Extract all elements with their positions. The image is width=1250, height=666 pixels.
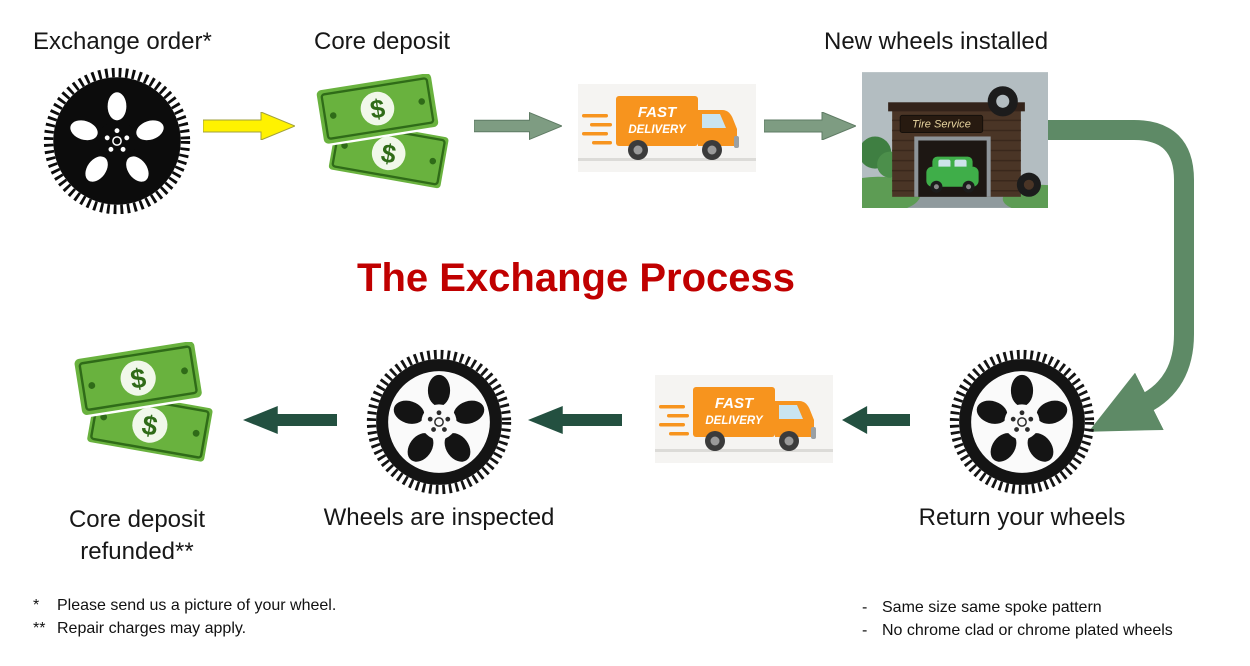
yellow-arrow-icon: [203, 112, 295, 140]
footnotes-left: * Please send us a picture of your wheel…: [33, 594, 336, 640]
money-icon: $ $: [293, 74, 475, 200]
truck-text-fast: FAST: [715, 395, 755, 412]
footnote-text: Please send us a picture of your wheel.: [57, 597, 337, 614]
footnotes-right: - Same size same spoke pattern - No chro…: [862, 596, 1173, 642]
footnote-marker: *: [33, 597, 40, 614]
truck-text-delivery: DELIVERY: [628, 124, 687, 136]
sage-arrow-icon: [764, 112, 856, 140]
label-core-deposit: Core deposit: [314, 28, 451, 55]
tire-shop-icon: Tire Service: [862, 72, 1048, 208]
footnote-text: Same size same spoke pattern: [882, 599, 1102, 616]
footnote-text: Repair charges may apply.: [57, 620, 247, 637]
label-return-your-wheels: Return your wheels: [918, 504, 1126, 531]
white-wheel-icon: [948, 348, 1096, 496]
label-wheels-are-inspected: Wheels are inspected: [323, 504, 555, 531]
delivery-truck-icon: FAST DELIVERY: [578, 84, 756, 172]
svg-text:$: $: [128, 362, 148, 395]
dark-green-arrow-icon: [842, 406, 910, 434]
black-wheel-icon: [42, 66, 192, 216]
svg-text:$: $: [140, 409, 160, 442]
footnote-marker: -: [862, 622, 868, 639]
truck-text-delivery: DELIVERY: [705, 415, 764, 427]
footnote: - No chrome clad or chrome plated wheels: [862, 619, 1173, 642]
label-exchange-order: Exchange order*: [33, 28, 212, 55]
shop-sign-text: Tire Service: [912, 118, 971, 130]
white-wheel-icon: [365, 348, 513, 496]
delivery-truck-icon: FAST DELIVERY: [655, 374, 833, 464]
footnote: * Please send us a picture of your wheel…: [33, 594, 336, 617]
footnote-text: No chrome clad or chrome plated wheels: [882, 622, 1173, 639]
truck-text-fast: FAST: [638, 104, 678, 121]
dark-green-arrow-icon: [243, 406, 337, 434]
footnote-marker: **: [33, 620, 46, 637]
footnote: ** Repair charges may apply.: [33, 617, 336, 640]
label-new-wheels-installed: New wheels installed: [824, 28, 1049, 55]
curved-arrow-icon: [1036, 96, 1236, 466]
dark-green-arrow-icon: [528, 406, 622, 434]
diagram-title: The Exchange Process: [357, 256, 795, 300]
footnote-marker: -: [862, 599, 868, 616]
svg-text:$: $: [379, 138, 399, 170]
label-core-deposit-refunded: Core deposit refunded**: [68, 506, 206, 565]
svg-text:$: $: [368, 93, 388, 125]
money-icon: $ $: [52, 342, 238, 474]
footnote: - Same size same spoke pattern: [862, 596, 1173, 619]
sage-arrow-icon: [474, 112, 562, 140]
